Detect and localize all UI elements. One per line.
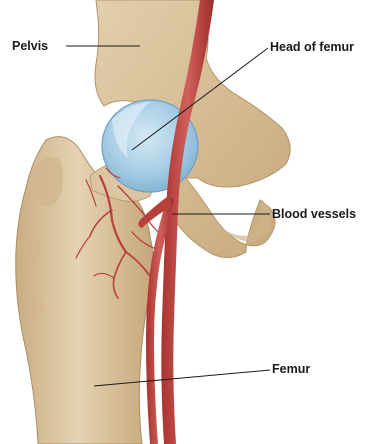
label-head-of-femur: Head of femur (270, 40, 354, 54)
label-blood-vessels: Blood vessels (272, 207, 356, 221)
label-femur: Femur (272, 362, 310, 376)
label-pelvis: Pelvis (12, 39, 48, 53)
